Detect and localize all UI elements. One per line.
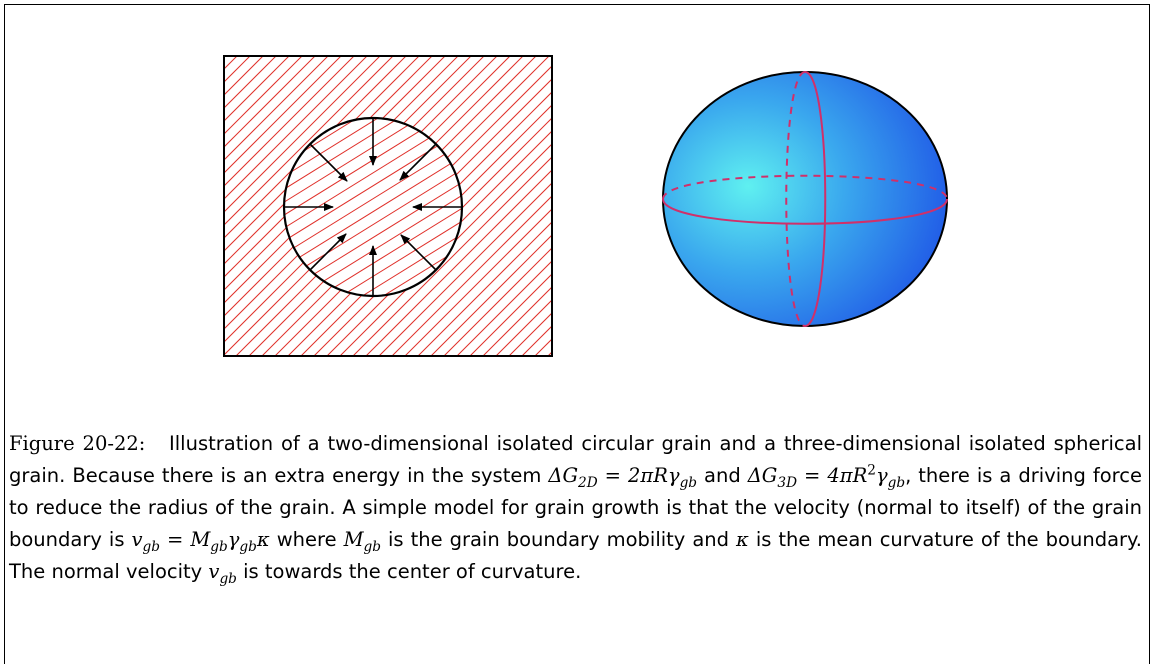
hatch-line <box>391 195 552 356</box>
hatch-line <box>417 221 552 356</box>
grain-hatch-line <box>284 118 462 296</box>
hatch-line <box>224 56 290 122</box>
hatch-line <box>224 56 342 174</box>
hatch-line <box>224 56 251 83</box>
grain-hatch-line <box>284 118 462 296</box>
equator-front <box>662 198 948 225</box>
hatch-line <box>224 56 368 200</box>
grain-hatch-line <box>284 118 462 296</box>
grain-hatch-line <box>284 142 462 296</box>
grain-hatch-line <box>284 118 443 120</box>
hatch-line <box>352 156 552 356</box>
grain-hatch-line <box>284 118 462 261</box>
hatch-line <box>224 56 316 148</box>
eq-2d: ΔG2D = 2πRγgb <box>548 464 698 491</box>
grain-hatch-line <box>284 118 448 130</box>
arrow-top-left <box>309 143 348 182</box>
grain-hatch-line <box>284 118 462 296</box>
circle-hatch <box>284 118 708 430</box>
eq-3d: ΔG3D = 4πR2γgb <box>747 462 906 491</box>
mobility-symbol: Mgb <box>343 528 382 555</box>
spherical-grain <box>662 71 948 327</box>
hatch-line <box>224 56 355 187</box>
caption-text-5: is the mean curvature of the boundary. T… <box>9 528 1142 583</box>
hatch-line <box>224 56 433 265</box>
caption-text-4: is the grain boundary mobility and <box>388 528 730 551</box>
caption-text-1: Illustration of a two-dimensional isolat… <box>9 432 1142 487</box>
hatch-line <box>339 143 552 356</box>
arrow-bottom-right <box>400 234 437 271</box>
grain-hatch-line <box>284 118 462 296</box>
eq-velocity: vgb = Mgbγgbκ <box>131 528 270 555</box>
hatch-line <box>224 56 329 161</box>
kappa-symbol: κ <box>736 528 749 551</box>
equator-back-dashed <box>662 174 948 200</box>
caption-text-3: where <box>276 528 337 551</box>
figure-label: Figure 20-22: <box>9 432 146 455</box>
hatch-line <box>224 56 277 109</box>
hatch-line <box>378 182 552 356</box>
grain-hatch-line <box>284 123 462 296</box>
grain-hatch-line <box>284 118 462 296</box>
grain-hatch-line <box>284 118 462 270</box>
grain-hatch-line <box>284 118 462 296</box>
hatch-line <box>224 56 225 57</box>
hatch-line <box>482 286 552 356</box>
figure-caption: Figure 20-22: Illustration of a two-dime… <box>9 428 1142 588</box>
hatch-line <box>443 247 552 356</box>
meridian-front <box>804 71 827 327</box>
hatch-line <box>224 56 381 213</box>
velocity-arrows <box>284 118 462 296</box>
caption-text-2: , there is a driving force to reduce the… <box>9 464 1142 551</box>
velocity-symbol: vgb <box>208 560 237 587</box>
arrow-top-right <box>399 143 437 181</box>
arrow-bottom-left <box>309 233 347 271</box>
hatch-line <box>404 208 552 356</box>
hatch-line <box>495 299 552 356</box>
grain-hatch-line <box>308 301 708 430</box>
grain-hatch-line <box>302 291 462 296</box>
grain-hatch-line <box>290 272 462 296</box>
grain-hatch-line <box>284 151 462 296</box>
figure-illustration <box>223 55 948 430</box>
matrix-square <box>223 55 553 357</box>
figure-frame <box>4 4 1150 664</box>
grain-hatch-line <box>284 118 462 289</box>
grain-hatch-line <box>284 132 462 296</box>
hatch-line <box>430 234 552 356</box>
hatch-line <box>313 117 552 356</box>
meridian-back-dashed <box>785 71 806 327</box>
hatch-line <box>224 56 303 135</box>
hatch-line <box>224 56 407 239</box>
hatch-line <box>224 56 238 70</box>
caption-and: and <box>704 464 741 487</box>
hatch-line <box>224 56 420 252</box>
hatch-line <box>365 169 552 356</box>
hatch-line <box>456 260 552 356</box>
grain-hatch-line <box>284 118 462 279</box>
grain-hatch-line <box>284 118 462 296</box>
caption-text-6: is towards the center of curvature. <box>243 560 582 583</box>
hatch-line <box>326 130 552 356</box>
hatch-line <box>224 56 394 226</box>
hatch-line <box>469 273 552 356</box>
